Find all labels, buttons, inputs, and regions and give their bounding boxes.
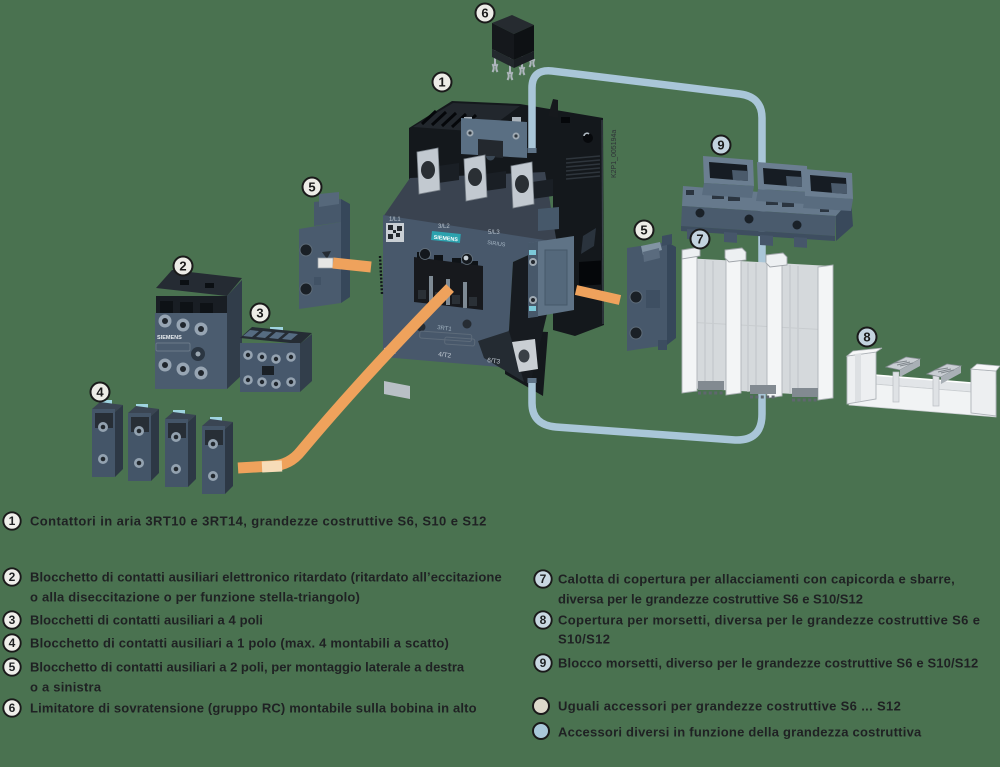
svg-text:5: 5 (308, 180, 315, 195)
svg-text:3/L2: 3/L2 (438, 224, 450, 230)
svg-text:Calotta di copertura per allac: Calotta di copertura per allacciamenti c… (558, 572, 955, 587)
svg-text:Blocchetto di contatti ausilia: Blocchetto di contatti ausiliari elettro… (30, 570, 502, 585)
svg-text:5: 5 (9, 660, 16, 674)
svg-text:5/L3: 5/L3 (488, 230, 500, 236)
svg-text:o a sinistra: o a sinistra (30, 680, 102, 695)
svg-text:6: 6 (9, 701, 16, 715)
svg-text:5: 5 (640, 223, 647, 238)
svg-text:3RT1: 3RT1 (437, 325, 453, 333)
svg-text:9: 9 (717, 138, 724, 153)
svg-text:1/L1: 1/L1 (389, 217, 401, 223)
svg-text:4: 4 (9, 636, 16, 650)
svg-text:7: 7 (696, 232, 703, 247)
svg-text:6: 6 (481, 6, 488, 21)
svg-text:Accessori diversi in funzione: Accessori diversi in funzione della gran… (558, 725, 922, 740)
svg-text:4/T2: 4/T2 (438, 351, 452, 360)
svg-text:2: 2 (9, 570, 16, 584)
svg-text:8: 8 (863, 330, 870, 345)
svg-text:4: 4 (96, 385, 104, 400)
svg-text:2: 2 (179, 259, 186, 274)
svg-text:3: 3 (256, 306, 263, 321)
svg-text:Blocchetto di contatti ausilia: Blocchetto di contatti ausiliari a 2 pol… (30, 660, 465, 675)
svg-text:o alla diseccitazione o per fu: o alla diseccitazione o per funzione ste… (30, 590, 360, 605)
svg-text:9: 9 (540, 656, 547, 670)
svg-text:7: 7 (540, 572, 547, 586)
svg-text:8: 8 (540, 613, 547, 627)
svg-text:Copertura per morsetti, divers: Copertura per morsetti, diversa per le g… (558, 613, 980, 628)
svg-text:Uguali accessori per grandezze: Uguali accessori per grandezze costrutti… (558, 699, 901, 714)
svg-text:SIEMENS: SIEMENS (433, 235, 458, 244)
svg-text:Contattori in aria 3RT10 e 3RT: Contattori in aria 3RT10 e 3RT14, grande… (30, 514, 487, 529)
svg-text:SIEMENS: SIEMENS (157, 335, 182, 341)
svg-text:6/T3: 6/T3 (487, 357, 501, 366)
svg-text:SIRIUS: SIRIUS (487, 240, 506, 249)
svg-text:Limitatore di sovratensione (g: Limitatore di sovratensione (gruppo RC) … (30, 701, 477, 716)
svg-text:S10/S12: S10/S12 (558, 632, 610, 647)
svg-text:1: 1 (9, 514, 16, 528)
svg-text:Blocchetto di contatti ausilia: Blocchetto di contatti ausiliari a 1 pol… (30, 636, 449, 651)
svg-text:3: 3 (9, 613, 16, 627)
svg-text:diversa per le grandezze costr: diversa per le grandezze costruttive S6 … (558, 592, 863, 607)
svg-text:1: 1 (438, 75, 445, 90)
svg-text:K2P1_005194a: K2P1_005194a (611, 130, 618, 178)
svg-text:Blocco morsetti, diverso per l: Blocco morsetti, diverso per le grandezz… (558, 656, 978, 671)
svg-text:Blocchetti di contatti ausilia: Blocchetti di contatti ausiliari a 4 pol… (30, 613, 263, 628)
